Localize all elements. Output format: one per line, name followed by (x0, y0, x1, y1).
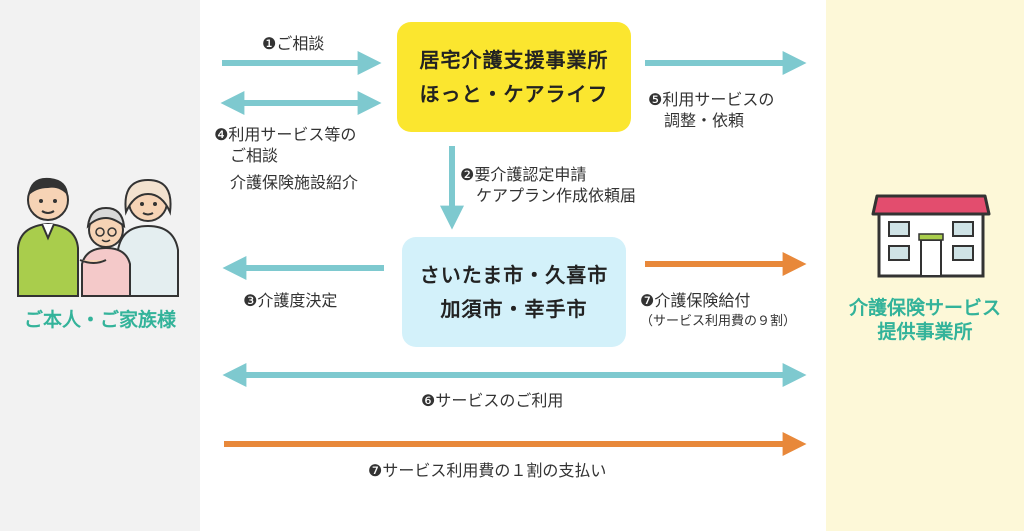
building-icon (871, 194, 991, 278)
family-illustration (17, 177, 179, 297)
step7a-label: ❼介護保険給付 （サービス利用費の９割） (640, 291, 797, 329)
step5-label: ❺利用サービスの 調整・依頼 (648, 90, 775, 130)
city-line-2: 加須市・幸手市 (440, 297, 588, 321)
care-office-name: 居宅介護支援事業所 (419, 48, 609, 72)
step4-label: ❹利用サービス等の ご相談 介護保険施設紹介 (214, 125, 359, 192)
care-office-subname: ほっと・ケアライフ (419, 82, 609, 106)
step2-label: ❷要介護認定申請 ケアプラン作成依頼届 (460, 165, 637, 205)
care-office-box: 居宅介護支援事業所 ほっと・ケアライフ (397, 22, 631, 132)
step3-label: ❸介護度決定 (243, 291, 338, 310)
city-line-1: さいたま市・久喜市 (419, 263, 609, 287)
city-box: さいたま市・久喜市 加須市・幸手市 (402, 237, 626, 347)
step7b-label: ❼サービス利用費の１割の支払い (368, 461, 607, 480)
step1-label: ❶ご相談 (262, 34, 325, 53)
family-label: ご本人・ご家族様 (23, 309, 176, 331)
provider-label: 介護保険サービス 提供事業所 (848, 297, 1001, 343)
step6-label: ❻サービスのご利用 (421, 391, 564, 410)
